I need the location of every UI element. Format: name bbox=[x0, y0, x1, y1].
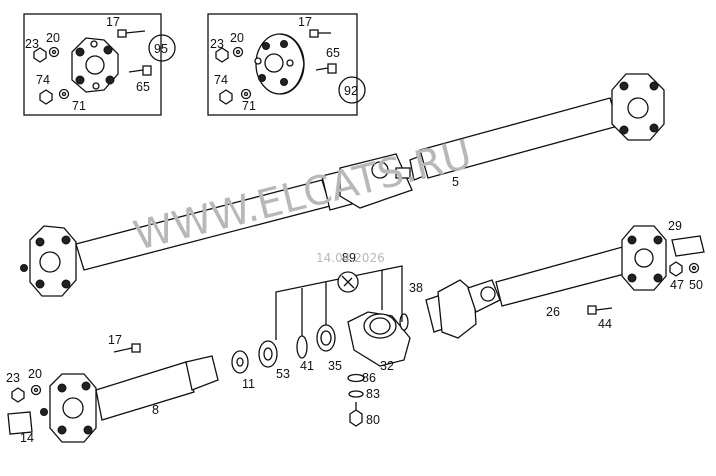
part-label: 20 bbox=[28, 367, 42, 381]
part-label: 47 bbox=[670, 278, 684, 292]
inset-frame bbox=[207, 13, 358, 116]
part-label: 83 bbox=[366, 387, 380, 401]
bolt-part bbox=[315, 63, 337, 74]
part-label: 50 bbox=[689, 278, 703, 292]
reference-circle bbox=[148, 34, 176, 62]
slip-joint bbox=[425, 279, 501, 339]
part-label: 41 bbox=[300, 359, 314, 373]
washer-part bbox=[688, 262, 700, 274]
part-label: 5 bbox=[452, 175, 459, 189]
sleeve-part bbox=[258, 340, 278, 368]
washer-part bbox=[30, 384, 42, 396]
part-label: 29 bbox=[668, 219, 682, 233]
part-label: 8 bbox=[152, 403, 159, 417]
bolt-part bbox=[349, 402, 363, 427]
upper-propeller-shaft: 5 bbox=[20, 73, 665, 297]
bearing-bracket bbox=[347, 311, 411, 367]
flex-disc-part bbox=[40, 373, 97, 443]
bolt-part bbox=[113, 343, 141, 353]
tube bbox=[95, 361, 195, 421]
part-label: 11 bbox=[242, 377, 255, 391]
part-label: 71 bbox=[72, 99, 86, 113]
tube bbox=[495, 245, 633, 307]
part-label: 89 bbox=[342, 251, 356, 265]
inset-flex-disc-95: 17 23 20 74 71 65 95 bbox=[23, 13, 176, 116]
reference-number: 92 bbox=[344, 84, 358, 98]
watermark-date: 14.04.2026 bbox=[316, 251, 385, 265]
nut-part bbox=[215, 47, 229, 63]
part-label: 23 bbox=[210, 37, 224, 51]
bearing-part bbox=[316, 324, 336, 352]
watermark-text: WWW.ELCATS.RU bbox=[129, 131, 476, 259]
nut-part bbox=[11, 387, 25, 403]
front-shaft-section: 8 17 23 20 14 bbox=[6, 333, 219, 445]
washer-part bbox=[232, 46, 244, 58]
nut-part bbox=[33, 47, 47, 63]
part-label: 14 bbox=[20, 431, 34, 445]
part-label: 74 bbox=[36, 73, 50, 87]
bolt-part bbox=[309, 29, 331, 38]
part-label: 17 bbox=[298, 15, 312, 29]
flex-disc-part bbox=[71, 37, 119, 93]
reference-circle bbox=[338, 76, 366, 104]
part-label: 35 bbox=[328, 359, 342, 373]
part-label: 65 bbox=[326, 46, 340, 60]
part-label: 20 bbox=[230, 31, 244, 45]
part-label: 44 bbox=[598, 317, 612, 331]
part-label: 86 bbox=[362, 371, 376, 385]
part-label: 17 bbox=[106, 15, 120, 29]
nut-part bbox=[219, 89, 233, 105]
flex-coupling-part bbox=[254, 33, 305, 95]
centering-sleeve bbox=[7, 411, 33, 435]
washer-part bbox=[58, 88, 70, 100]
inset-frame bbox=[23, 13, 162, 116]
part-label: 20 bbox=[46, 31, 60, 45]
part-label: 53 bbox=[276, 367, 290, 381]
part-label: 23 bbox=[25, 37, 39, 51]
nut-part bbox=[231, 350, 249, 374]
center-bearing-parts: 11 53 41 35 32 38 89 86 83 80 bbox=[231, 251, 423, 427]
rear-shaft-section: 26 29 47 50 44 bbox=[425, 219, 705, 339]
center-joint bbox=[321, 153, 425, 211]
part-label: 74 bbox=[214, 73, 228, 87]
washer-part bbox=[347, 373, 365, 383]
part-label: 71 bbox=[242, 99, 256, 113]
washer-part bbox=[48, 46, 60, 58]
part-label: 80 bbox=[366, 413, 380, 427]
bolt-part bbox=[117, 29, 146, 38]
nut-part bbox=[39, 89, 53, 105]
part-label: 38 bbox=[409, 281, 423, 295]
centering-sleeve bbox=[671, 235, 705, 257]
part-label: 65 bbox=[136, 80, 150, 94]
nut-part bbox=[669, 261, 683, 277]
washer-part bbox=[399, 313, 409, 331]
bolt-part bbox=[128, 65, 152, 76]
reference-number: 95 bbox=[154, 42, 168, 56]
washer-part bbox=[240, 88, 252, 100]
washer-part bbox=[348, 390, 364, 398]
seal-part bbox=[296, 335, 308, 359]
flex-disc-part bbox=[20, 225, 77, 297]
wrench-tool bbox=[337, 271, 359, 293]
flex-disc-part bbox=[621, 225, 667, 291]
splined-end bbox=[185, 355, 219, 391]
part-label: 23 bbox=[6, 371, 20, 385]
part-label: 17 bbox=[108, 333, 122, 347]
part-label: 26 bbox=[546, 305, 560, 319]
part-label: 32 bbox=[380, 359, 394, 373]
inset-flex-disc-92: 17 23 20 65 74 71 92 bbox=[207, 13, 366, 116]
flex-disc-part bbox=[611, 73, 665, 141]
bolt-part bbox=[587, 305, 613, 315]
